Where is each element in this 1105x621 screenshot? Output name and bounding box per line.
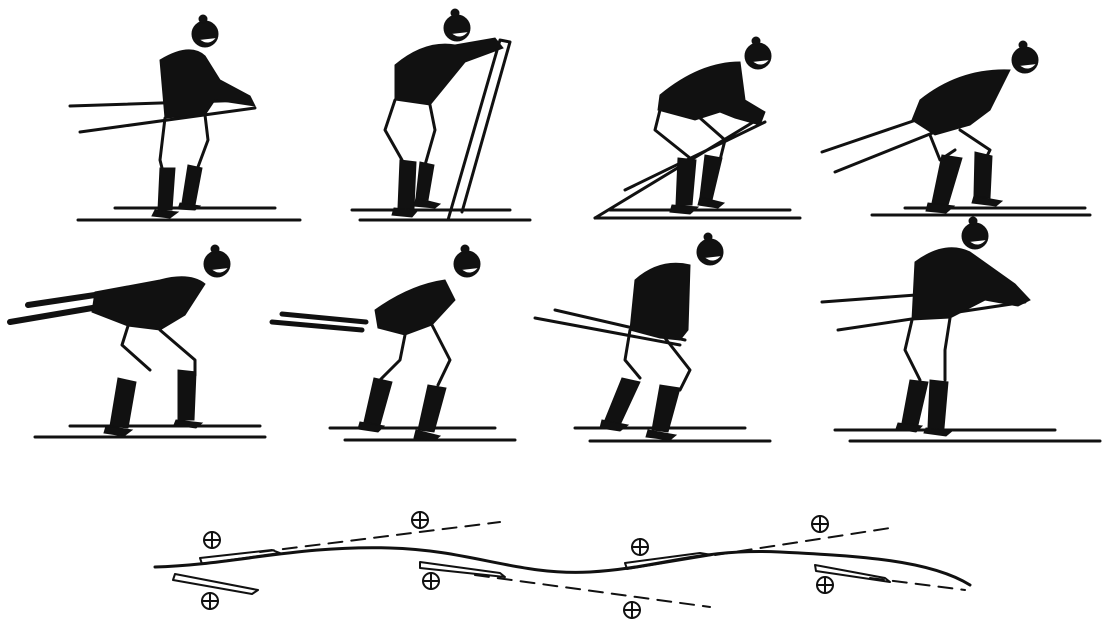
- frame-3: [595, 37, 800, 218]
- plus-circle-icon: [204, 532, 220, 548]
- dashed-line: [475, 575, 710, 607]
- skier-torso: [160, 50, 255, 118]
- ski-shape: [815, 565, 890, 582]
- plus-circle-icon: [812, 516, 828, 532]
- frame-2: [352, 9, 530, 220]
- ski-shape: [420, 562, 505, 577]
- plus-circle-icon: [817, 577, 833, 593]
- frame-8: [822, 217, 1100, 441]
- plus-circle-icon: [412, 512, 428, 528]
- frame-6: [272, 245, 515, 441]
- ski-pole: [835, 132, 935, 172]
- frame-1: [70, 15, 300, 220]
- plus-circle-icon: [423, 573, 439, 589]
- dashed-line: [715, 528, 890, 555]
- ski-pole: [822, 118, 922, 152]
- ski-shape: [173, 574, 258, 594]
- dashed-line: [870, 578, 965, 590]
- track-diagram: [155, 512, 970, 618]
- frame-7: [535, 233, 770, 441]
- plus-circle-icon: [632, 539, 648, 555]
- frame-5: [10, 245, 265, 437]
- skier-head: [192, 15, 218, 47]
- frame-4: [822, 41, 1090, 215]
- ski-pole: [272, 314, 366, 330]
- plus-circle-icon: [624, 602, 640, 618]
- plus-circle-icon: [202, 593, 218, 609]
